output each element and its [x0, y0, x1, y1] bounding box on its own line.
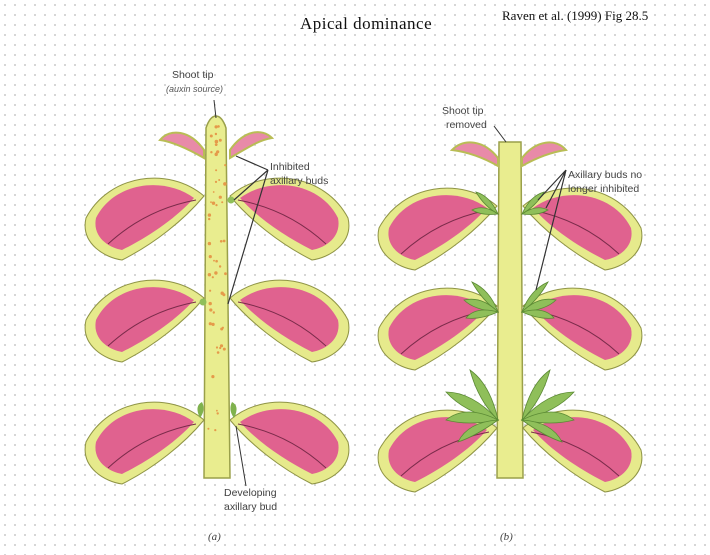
auxin-dot — [221, 201, 223, 203]
inhibited-bud-2 — [200, 299, 207, 306]
auxin-dot — [216, 152, 218, 154]
auxin-dot — [212, 276, 214, 278]
panel-b-leaf-upper-right — [523, 188, 642, 270]
auxin-dot — [208, 218, 210, 220]
auxin-dot — [209, 255, 212, 258]
panel-b-top-leaf-right — [522, 142, 566, 166]
released-label-line2: longer inhibited — [568, 183, 639, 195]
auxin-dot — [213, 260, 215, 262]
auxin-dot — [216, 346, 218, 348]
inhibited-label-line1: Inhibited — [270, 161, 310, 173]
panel-a-leaf-lower-right — [230, 402, 349, 484]
auxin-dot — [208, 213, 211, 216]
panel-a-leaf-upper-left — [85, 178, 204, 260]
auxin-dot — [224, 164, 226, 166]
auxin-dot — [224, 272, 227, 275]
shoot-tip-removed-label-line2: removed — [446, 119, 487, 131]
released-label-line1: Axillary buds no — [568, 169, 642, 181]
auxin-dot — [217, 351, 220, 354]
auxin-dot — [213, 191, 215, 193]
panel-a-leaf-lower-left — [85, 402, 204, 484]
developing-label-line1: Developing — [224, 487, 277, 499]
inhibited-label-line2: axillary buds — [270, 175, 328, 187]
auxin-dot — [215, 125, 218, 128]
auxin-dot — [217, 412, 219, 414]
auxin-dot — [208, 242, 211, 245]
auxin-dot — [218, 179, 220, 181]
auxin-dot — [208, 273, 211, 276]
auxin-dot — [212, 323, 215, 326]
auxin-dot — [215, 140, 219, 144]
panel-a-plant: Shoot tip (auxin source) Inhibited axill… — [85, 69, 349, 543]
auxin-dot — [223, 182, 227, 186]
panel-b-top-leaf-left — [452, 142, 498, 166]
auxin-dot — [222, 293, 225, 296]
auxin-dot — [215, 260, 218, 263]
auxin-dot — [216, 410, 218, 412]
auxin-dot — [210, 201, 212, 203]
auxin-dot — [219, 139, 222, 142]
auxin-dot — [223, 240, 226, 243]
auxin-dot — [215, 204, 217, 206]
auxin-dot — [212, 202, 215, 205]
panel-b-label: (b) — [500, 531, 513, 543]
panel-a-leaf-upper-right — [230, 178, 349, 260]
panel-b-stem — [497, 142, 523, 478]
panel-a-leaf-mid-left — [85, 280, 204, 362]
panel-a-leaf-mid-right — [230, 280, 349, 362]
auxin-dot — [209, 308, 212, 311]
auxin-dot — [207, 428, 209, 430]
shoot-tip-label: Shoot tip — [172, 69, 214, 81]
leader-tip-removed — [494, 126, 506, 142]
auxin-dot — [214, 271, 217, 274]
auxin-dot — [223, 348, 226, 351]
auxin-dot — [220, 240, 223, 243]
auxin-dot — [215, 133, 217, 135]
panel-a-top-leaf-right — [230, 132, 272, 158]
auxin-dot — [219, 265, 221, 267]
panel-a-label: (a) — [208, 531, 221, 543]
auxin-dot — [219, 347, 221, 349]
auxin-source-label: (auxin source) — [166, 84, 223, 94]
auxin-dot — [215, 143, 218, 146]
auxin-dot — [210, 151, 212, 153]
inhibited-bud-1 — [228, 197, 235, 204]
auxin-dot — [213, 311, 215, 313]
auxin-dot — [209, 322, 212, 325]
panel-a-top-leaf-left — [160, 133, 204, 158]
auxin-dot — [219, 196, 222, 199]
auxin-dot — [210, 135, 213, 138]
leader-shoot-tip — [214, 100, 216, 118]
auxin-dot — [211, 375, 214, 378]
auxin-dot — [209, 290, 211, 292]
developing-label-line2: axillary bud — [224, 501, 277, 513]
auxin-dot — [214, 429, 216, 431]
auxin-dot — [209, 302, 212, 305]
auxin-dot — [222, 327, 224, 329]
panel-b-leaf-upper-left — [378, 188, 497, 270]
shoot-tip-removed-label-line1: Shoot tip — [442, 105, 484, 117]
auxin-dot — [215, 169, 217, 171]
auxin-dot — [215, 181, 217, 183]
panel-b-plant: Shoot tip removed Axillary buds no longe… — [378, 105, 642, 543]
